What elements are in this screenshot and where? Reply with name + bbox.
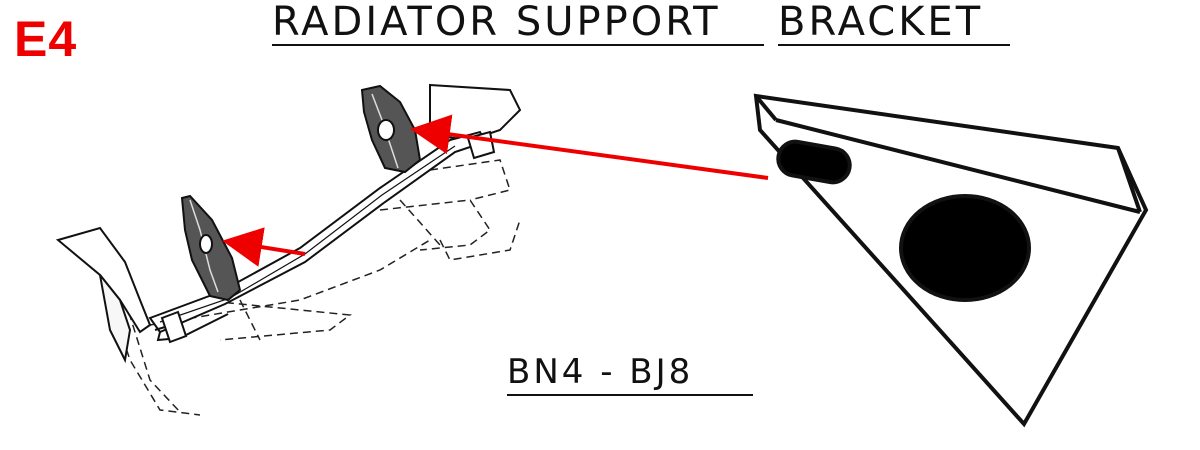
title-part-1: RADIATOR SUPPORT — [272, 0, 721, 45]
bracket-detail-view — [753, 93, 1149, 428]
indicator-arrows — [222, 114, 769, 267]
arrow-to-left-bracket — [222, 227, 306, 267]
left-wing-panel — [55, 226, 152, 364]
right-bracket — [360, 84, 422, 174]
model-range-label: BN4 - BJ8 — [507, 352, 694, 392]
hidden-radiator-outline — [109, 159, 521, 416]
left-bracket — [180, 194, 242, 302]
slot-hole-icon — [776, 139, 852, 185]
figure-code-label: E4 — [14, 11, 78, 67]
model-range-underline — [507, 394, 753, 396]
title-underline-2 — [778, 44, 1010, 46]
arrow-to-right-bracket — [410, 114, 769, 180]
title-part-2: BRACKET — [778, 0, 984, 45]
title-underline-1 — [272, 44, 764, 46]
round-hole-icon — [899, 194, 1031, 302]
